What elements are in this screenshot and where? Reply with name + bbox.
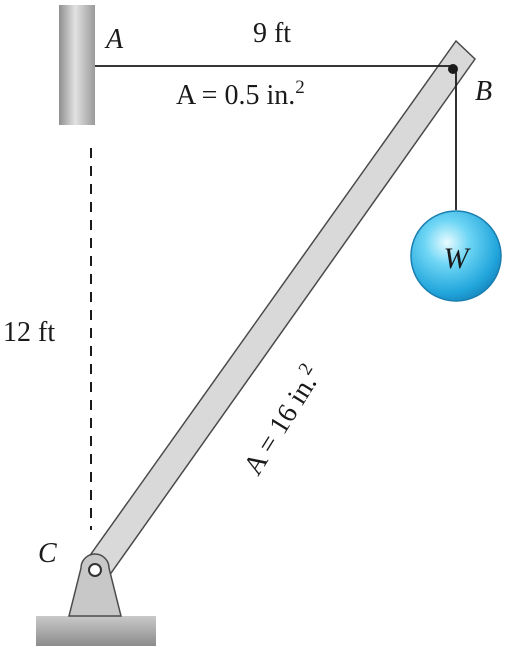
point-label-c: C (38, 538, 57, 569)
point-label-b: B (475, 76, 492, 107)
pin-support-c (68, 553, 122, 617)
strut-bc (85, 39, 476, 585)
cable-length-label: 9 ft (253, 18, 291, 49)
cable-area-label: A = 0.5 in.2 (176, 77, 305, 111)
load-label: W (444, 242, 472, 275)
height-label: 12 ft (3, 317, 55, 348)
point-label-a: A (104, 24, 124, 55)
pin-b (448, 64, 458, 74)
wall-support (59, 5, 95, 125)
cable-area-exponent: 2 (295, 77, 305, 98)
ground (36, 616, 156, 646)
strut-area-text: A = 16 in. (238, 369, 324, 481)
cable-area-text: A = 0.5 in. (176, 80, 295, 111)
load-ball (410, 210, 502, 302)
pin-c (88, 563, 102, 577)
